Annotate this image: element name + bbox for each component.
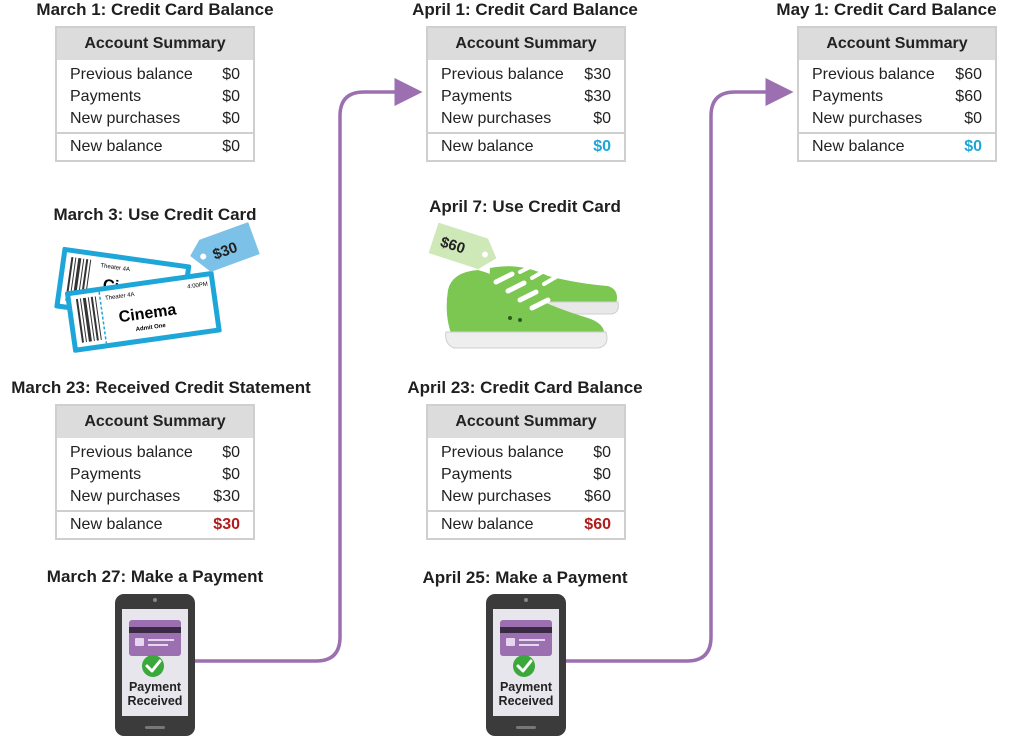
summary-row-new-purchases: New purchases$60 bbox=[441, 488, 611, 505]
summary-row-new-balance: New balance$0 bbox=[57, 132, 253, 160]
may1-title: May 1: Credit Card Balance bbox=[776, 0, 997, 19]
summary-row-payments: Payments$0 bbox=[70, 88, 240, 105]
summary-row-previous-balance: Previous balance$0 bbox=[70, 66, 240, 83]
summary-row-payments: Payments$60 bbox=[812, 88, 982, 105]
march23-title: March 23: Received Credit Statement bbox=[11, 378, 311, 397]
summary-row-new-purchases: New purchases$0 bbox=[812, 110, 982, 127]
phone-payment-icon: Payment Received bbox=[115, 594, 195, 736]
summary-row-previous-balance: Previous balance$0 bbox=[441, 444, 611, 461]
phone-text-line2: Received bbox=[127, 694, 183, 708]
april1-title: April 1: Credit Card Balance bbox=[412, 0, 638, 19]
summary-header: Account Summary bbox=[799, 28, 995, 60]
flow-arrow-march-to-april bbox=[195, 78, 423, 663]
phone-text-line1: Payment bbox=[499, 680, 553, 694]
march27-title: March 27: Make a Payment bbox=[46, 567, 264, 586]
summary-row-new-purchases: New purchases$30 bbox=[70, 488, 240, 505]
summary-row-new-balance: New balance$0 bbox=[428, 132, 624, 160]
may1-account-summary: Account Summary Previous balance$60 Paym… bbox=[797, 26, 997, 162]
summary-row-new-balance: New balance$30 bbox=[57, 510, 253, 538]
march1-title: March 1: Credit Card Balance bbox=[36, 0, 274, 19]
summary-row-new-purchases: New purchases$0 bbox=[441, 110, 611, 127]
summary-row-previous-balance: Previous balance$30 bbox=[441, 66, 611, 83]
march23-account-summary: Account Summary Previous balance$0 Payme… bbox=[55, 404, 255, 540]
summary-row-payments: Payments$30 bbox=[441, 88, 611, 105]
april23-account-summary: Account Summary Previous balance$0 Payme… bbox=[426, 404, 626, 540]
summary-row-previous-balance: Previous balance$60 bbox=[812, 66, 982, 83]
summary-row-new-balance: New balance$60 bbox=[428, 510, 624, 538]
april25-title: April 25: Make a Payment bbox=[422, 568, 628, 587]
march1-account-summary: Account Summary Previous balance$0 Payme… bbox=[55, 26, 255, 162]
summary-header: Account Summary bbox=[57, 28, 253, 60]
summary-header: Account Summary bbox=[428, 406, 624, 438]
flow-arrow-april-to-may bbox=[566, 78, 794, 663]
phone-payment-icon: Payment Received bbox=[486, 594, 566, 736]
march3-title: March 3: Use Credit Card bbox=[53, 205, 257, 224]
phone-text-line2: Received bbox=[498, 694, 554, 708]
april1-account-summary: Account Summary Previous balance$30 Paym… bbox=[426, 26, 626, 162]
phone-text-line1: Payment bbox=[128, 680, 182, 694]
summary-row-previous-balance: Previous balance$0 bbox=[70, 444, 240, 461]
summary-row-new-balance: New balance$0 bbox=[799, 132, 995, 160]
april7-title: April 7: Use Credit Card bbox=[429, 197, 621, 216]
april23-title: April 23: Credit Card Balance bbox=[407, 378, 643, 397]
summary-row-payments: Payments$0 bbox=[441, 466, 611, 483]
summary-header: Account Summary bbox=[428, 28, 624, 60]
summary-row-new-purchases: New purchases$0 bbox=[70, 110, 240, 127]
summary-header: Account Summary bbox=[57, 406, 253, 438]
summary-row-payments: Payments$0 bbox=[70, 466, 240, 483]
